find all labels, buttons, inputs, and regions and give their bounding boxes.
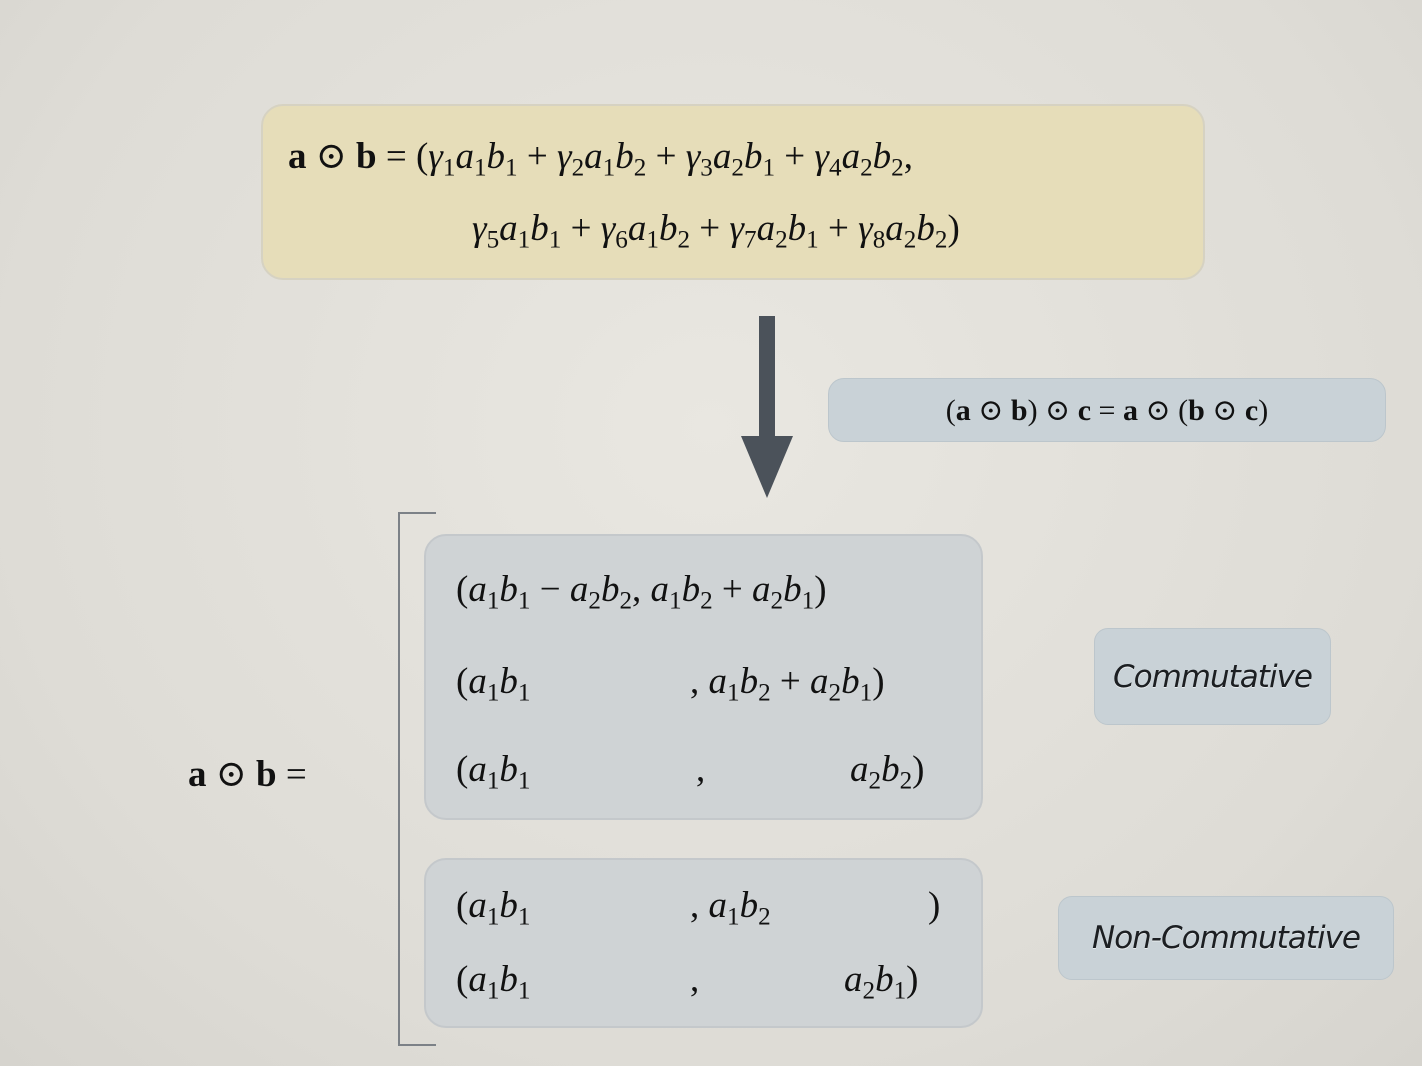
non-commutative-row-2: (a1b1 [456, 959, 531, 1005]
non-commutative-row-1-close: ) [928, 885, 941, 926]
commutative-label: Commutative [1094, 628, 1331, 725]
non-commutative-row-2-right: a2b1) [844, 959, 919, 1005]
definition-line-2: γ5a1b1 + γ6a1b2 + γ7a2b1 + γ8a2b2) [472, 208, 960, 254]
definition-line-1: a ⊙ b = (γ1a1b1 + γ2a1b2 + γ3a2b1 + γ4a2… [288, 136, 913, 182]
commutative-row-1: (a1b1 − a2b2, a1b2 + a2b1) [456, 569, 827, 615]
non-commutative-row-1: (a1b1 [456, 885, 531, 931]
commutative-row-3: (a1b1 [456, 749, 531, 795]
case-bracket [398, 512, 436, 1046]
non-commutative-label: Non-Commutative [1058, 896, 1394, 980]
commutative-box [424, 534, 983, 820]
non-commutative-row-1-mid: , a1b2 [690, 885, 771, 931]
non-commutative-box [424, 858, 983, 1028]
commutative-row-2-right: , a1b2 + a2b1) [690, 661, 885, 707]
non-commutative-row-2-comma: , [690, 959, 700, 1000]
commutative-row-2: (a1b1 [456, 661, 531, 707]
commutative-row-3-comma: , [696, 749, 706, 790]
commutative-row-3-right: a2b2) [850, 749, 925, 795]
down-arrow-icon [741, 316, 793, 498]
lhs-expression: a ⊙ b = [188, 754, 307, 795]
definition-box [261, 104, 1205, 280]
associativity-badge: (a ⊙ b) ⊙ c = a ⊙ (b ⊙ c) [828, 378, 1386, 442]
